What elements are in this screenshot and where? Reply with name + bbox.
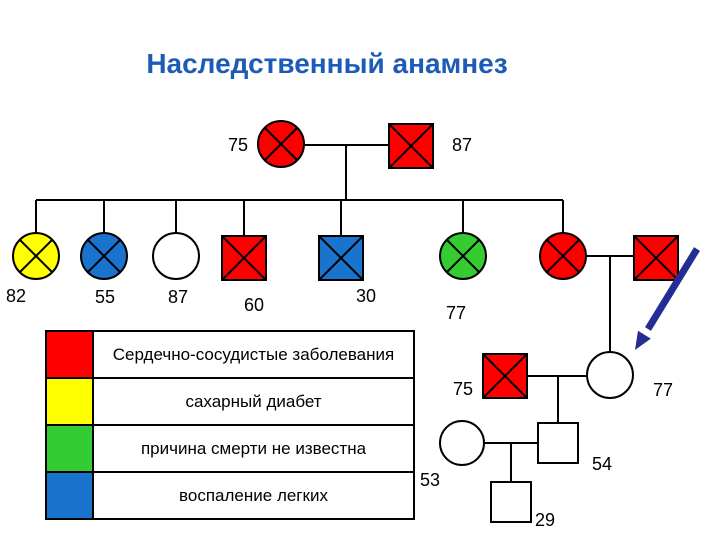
person-gen2-daughter-1 — [12, 232, 60, 280]
age-label-gen1-father: 87 — [452, 135, 472, 155]
person-gen2-daughter-4 — [439, 232, 487, 280]
legend-swatch-green — [47, 426, 94, 471]
person-gen4-husband — [537, 422, 579, 464]
deceased-cross — [221, 235, 267, 281]
person-symbol — [439, 420, 485, 466]
legend: Сердечно-сосудистые заболевания сахарный… — [45, 330, 415, 520]
legend-row-pneumonia: воспаление легких — [47, 473, 413, 518]
deceased-cross — [388, 123, 434, 169]
legend-swatch-yellow — [47, 379, 94, 424]
age-label-gen2-daughter-4: 77 — [446, 303, 466, 323]
age-label-gen2-daughter-3: 87 — [168, 287, 188, 307]
age-label-gen2-son-2: 30 — [356, 286, 376, 306]
age-label-gen1-mother: 75 — [228, 135, 248, 155]
legend-row-cardiovascular: Сердечно-сосудистые заболевания — [47, 332, 413, 379]
person-gen4-wife — [439, 420, 485, 466]
deceased-cross — [264, 127, 298, 161]
proband-arrow-head — [635, 330, 651, 350]
person-symbol — [537, 422, 579, 464]
age-label-gen4-wife: 53 — [420, 470, 440, 490]
age-label-gen2-daughter-1: 82 — [6, 286, 26, 306]
person-gen2-daughter-3 — [152, 232, 200, 280]
legend-label: сахарный диабет — [185, 391, 322, 411]
person-gen3-wife — [586, 351, 634, 399]
person-symbol — [586, 351, 634, 399]
person-gen1-father — [388, 123, 434, 169]
person-gen5-son — [490, 481, 532, 523]
legend-swatch-blue — [47, 473, 94, 518]
age-label-gen3-wife: 77 — [653, 380, 673, 400]
age-label-gen4-husband: 54 — [592, 454, 612, 474]
proband-arrow — [635, 247, 700, 350]
legend-row-unknown-cause: причина смерти не известна — [47, 426, 413, 473]
person-symbol — [152, 232, 200, 280]
age-label-gen3-husband: 75 — [453, 379, 473, 399]
deceased-cross — [87, 239, 121, 273]
age-label-gen5-son: 29 — [535, 510, 555, 530]
deceased-cross — [318, 235, 364, 281]
page-title: Наследственный анамнез — [146, 48, 508, 79]
person-gen2-daughter-5 — [539, 232, 587, 280]
proband-arrow-shaft — [645, 247, 700, 331]
deceased-cross — [482, 353, 528, 399]
person-gen1-mother — [257, 120, 305, 168]
person-gen2-daughter-2 — [80, 232, 128, 280]
deceased-cross — [19, 239, 53, 273]
legend-label: воспаление легких — [179, 485, 328, 505]
person-gen2-son-2 — [318, 235, 364, 281]
legend-label: причина смерти не известна — [140, 438, 367, 458]
age-label-gen2-daughter-2: 55 — [95, 287, 115, 307]
deceased-cross — [633, 235, 679, 281]
person-symbol — [490, 481, 532, 523]
person-gen3-husband — [482, 353, 528, 399]
age-label-gen2-son-1: 60 — [244, 295, 264, 315]
legend-label: Сердечно-сосудистые заболевания — [112, 344, 395, 364]
family-connectors — [35, 144, 634, 482]
deceased-cross — [546, 239, 580, 273]
legend-swatch-red — [47, 332, 94, 377]
legend-row-diabetes: сахарный диабет — [47, 379, 413, 426]
person-gen2-spouse — [633, 235, 679, 281]
deceased-cross — [446, 239, 480, 273]
person-gen2-son-1 — [221, 235, 267, 281]
